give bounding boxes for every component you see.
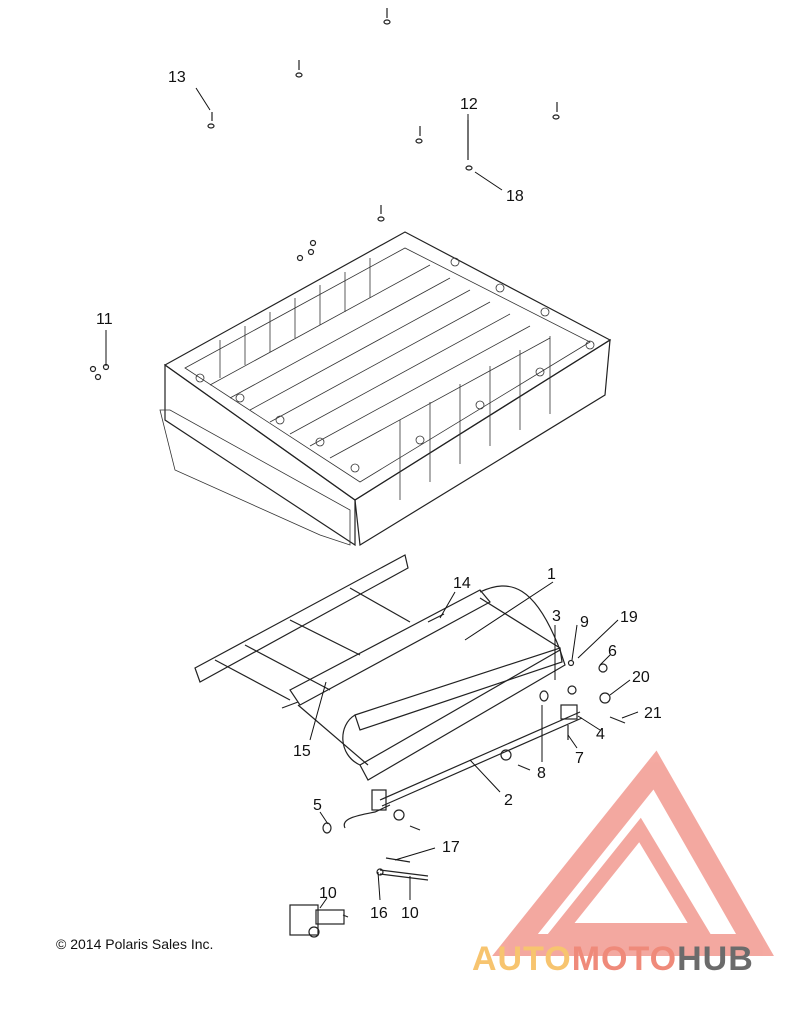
callout-21: 21 <box>644 705 662 722</box>
frame-hardware <box>281 613 626 834</box>
bolt-icon <box>415 126 423 144</box>
callout-14: 14 <box>453 575 471 592</box>
actuator-motor <box>289 904 349 938</box>
bolt-icon <box>207 112 215 129</box>
watermark-brand: AUTOMOTOHUB <box>472 940 754 979</box>
watermark-hub: HUB <box>677 940 754 978</box>
bolt-icon <box>383 8 391 25</box>
callout-4: 4 <box>596 726 605 743</box>
cargo-box <box>159 231 612 547</box>
copyright-notice: © 2014 Polaris Sales Inc. <box>56 936 214 952</box>
tie-down-holes <box>195 257 595 473</box>
callout-9: 9 <box>580 614 589 631</box>
bolt-set-top <box>89 8 560 381</box>
leader-lines <box>105 87 639 909</box>
callout-5: 5 <box>313 797 322 814</box>
gas-strut <box>376 857 429 881</box>
cargo-floor-ribs <box>209 264 551 459</box>
watermark-auto: AUTO <box>472 940 572 978</box>
bolt-icon <box>465 120 473 171</box>
callout-7: 7 <box>575 750 584 767</box>
callout-11: 11 <box>96 311 113 328</box>
callout-10-lower: 10 <box>401 905 419 922</box>
callout-13: 13 <box>168 69 186 86</box>
callout-6: 6 <box>608 643 617 660</box>
callout-20: 20 <box>632 669 650 686</box>
callout-8: 8 <box>537 765 546 782</box>
callout-17: 17 <box>442 839 460 856</box>
callout-3: 3 <box>552 608 561 625</box>
bolt-icon <box>377 205 385 222</box>
callout-18: 18 <box>506 188 524 205</box>
bolt-icon <box>552 102 560 120</box>
callout-16: 16 <box>370 905 388 922</box>
callout-10-upper: 10 <box>319 885 337 902</box>
cargo-wall-ribs <box>219 258 551 500</box>
callout-15: 15 <box>293 743 311 760</box>
watermark-moto: MOTO <box>571 940 678 978</box>
callout-1: 1 <box>547 566 556 583</box>
callout-19: 19 <box>620 609 638 626</box>
bolt-icon <box>296 239 317 262</box>
callout-labels: 13 12 18 11 14 1 3 9 19 6 20 21 4 7 8 15… <box>96 69 662 922</box>
cargo-box-frame <box>194 554 583 829</box>
bolt-icon <box>295 60 303 78</box>
callout-12: 12 <box>460 96 478 113</box>
bolt-icon <box>89 363 110 381</box>
watermark-logo-icon <box>492 750 774 956</box>
callout-2: 2 <box>504 792 513 809</box>
